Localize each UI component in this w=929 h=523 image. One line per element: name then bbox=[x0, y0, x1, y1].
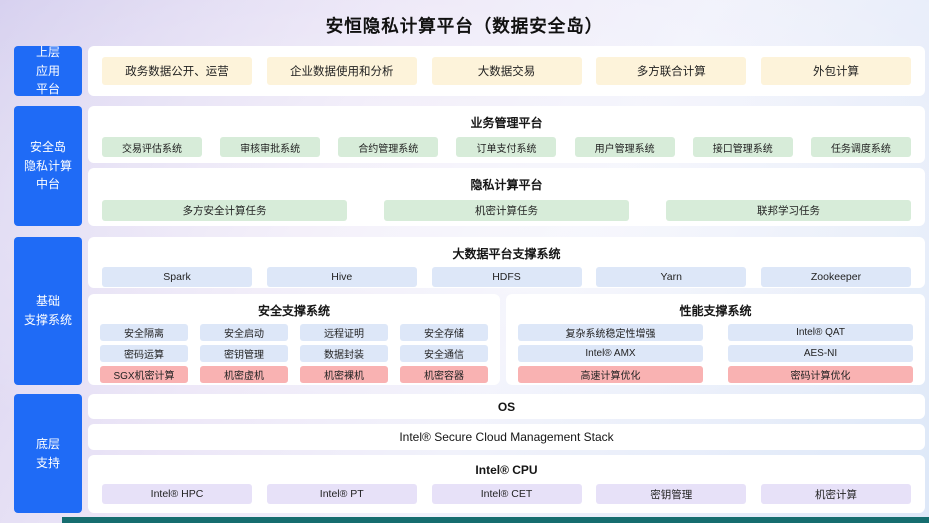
chip-hive: Hive bbox=[266, 267, 417, 287]
chip-outsourced-compute: 外包计算 bbox=[761, 57, 911, 85]
performance-support-title: 性能支撑系统 bbox=[679, 304, 752, 318]
sidebar-item-security-island: 安全岛 隐私计算 中台 bbox=[14, 106, 82, 226]
chip-task-schedule: 任务调度系统 bbox=[810, 137, 911, 157]
chip-user-mgmt: 用户管理系统 bbox=[574, 137, 675, 157]
card-security-support: 安全支撑系统 安全隔离 安全启动 远程证明 安全存储 密码运算 密钥管理 数据封… bbox=[88, 294, 500, 385]
chip-api-mgmt: 接口管理系统 bbox=[692, 137, 793, 157]
privacy-computing-title: 隐私计算平台 bbox=[470, 178, 543, 192]
bottom-strip bbox=[62, 517, 929, 523]
diagram-title: 安恒隐私计算平台（数据安全岛） bbox=[325, 16, 604, 36]
chip-contract-mgmt: 合约管理系统 bbox=[338, 137, 439, 157]
chip-zookeeper: Zookeeper bbox=[761, 267, 911, 287]
card-performance-support: 性能支撑系统 复杂系统稳定性增强 Intel® QAT Intel® AMX A… bbox=[506, 294, 925, 385]
chip-mpc-task: 多方安全计算任务 bbox=[102, 200, 347, 221]
chip-aes-ni: AES-NI bbox=[728, 345, 913, 362]
card-business-mgmt: 业务管理平台 交易评估系统 审核审批系统 合约管理系统 订单支付系统 用户管理系… bbox=[88, 106, 925, 163]
chip-confidential-baremetal: 机密裸机 bbox=[300, 366, 388, 383]
chip-intel-hpc: Intel® HPC bbox=[102, 484, 252, 504]
chip-crypto-ops: 密码运算 bbox=[100, 345, 188, 362]
chip-sgx-confidential: SGX机密计算 bbox=[100, 366, 188, 383]
bigdata-support-title: 大数据平台支撑系统 bbox=[452, 247, 561, 261]
chip-crypto-compute-opt: 密码计算优化 bbox=[728, 366, 913, 383]
chip-spark: Spark bbox=[102, 267, 252, 287]
chip-confidential-vm: 机密虚机 bbox=[200, 366, 288, 383]
chip-federated-learning-task: 联邦学习任务 bbox=[666, 200, 911, 221]
chip-audit-approval: 审核审批系统 bbox=[220, 137, 321, 157]
chip-highspeed-compute-opt: 高速计算优化 bbox=[518, 366, 703, 383]
intel-cpu-title: Intel® CPU bbox=[475, 463, 538, 477]
chip-confidential-container: 机密容器 bbox=[400, 366, 488, 383]
chip-enterprise-data: 企业数据使用和分析 bbox=[266, 57, 417, 85]
chip-yarn: Yarn bbox=[596, 267, 747, 287]
mgmt-stack-label: Intel® Secure Cloud Management Stack bbox=[399, 430, 614, 444]
chip-remote-attestation: 远程证明 bbox=[300, 324, 388, 341]
sidebar-item-low-level: 底层 支持 bbox=[14, 394, 82, 513]
card-mgmt-stack: Intel® Secure Cloud Management Stack bbox=[88, 424, 925, 450]
sidebar-item-base-support: 基础 支撑系统 bbox=[14, 237, 82, 385]
chip-system-stability: 复杂系统稳定性增强 bbox=[518, 324, 703, 341]
chip-bigdata-trade: 大数据交易 bbox=[431, 57, 582, 85]
sidebar-item-app-layer: 上层 应用 平台 bbox=[14, 45, 82, 96]
business-mgmt-title: 业务管理平台 bbox=[470, 116, 543, 130]
chip-key-mgmt-cpu: 密钥管理 bbox=[596, 484, 747, 504]
card-app-layer: 政务数据公开、运营 企业数据使用和分析 大数据交易 多方联合计算 外包计算 bbox=[88, 46, 925, 96]
chip-secure-storage: 安全存储 bbox=[400, 324, 488, 341]
chip-intel-amx: Intel® AMX bbox=[518, 345, 703, 362]
chip-data-sealing: 数据封装 bbox=[300, 345, 388, 362]
chip-confidential-task: 机密计算任务 bbox=[384, 200, 629, 221]
chip-intel-cet: Intel® CET bbox=[431, 484, 582, 504]
chip-secure-boot: 安全启动 bbox=[200, 324, 288, 341]
chip-multiparty-compute: 多方联合计算 bbox=[596, 57, 747, 85]
card-os: OS bbox=[88, 394, 925, 419]
chip-secure-comm: 安全通信 bbox=[400, 345, 488, 362]
chip-intel-qat: Intel® QAT bbox=[728, 324, 913, 341]
chip-key-mgmt: 密钥管理 bbox=[200, 345, 288, 362]
security-support-title: 安全支撑系统 bbox=[257, 304, 330, 318]
card-bigdata-support: 大数据平台支撑系统 Spark Hive HDFS Yarn Zookeeper bbox=[88, 237, 925, 288]
chip-gov-data: 政务数据公开、运营 bbox=[102, 57, 252, 85]
card-privacy-computing: 隐私计算平台 多方安全计算任务 机密计算任务 联邦学习任务 bbox=[88, 168, 925, 226]
card-intel-cpu: Intel® CPU Intel® HPC Intel® PT Intel® C… bbox=[88, 455, 925, 513]
os-label: OS bbox=[497, 399, 516, 414]
chip-order-payment: 订单支付系统 bbox=[456, 137, 557, 157]
chip-secure-isolation: 安全隔离 bbox=[100, 324, 188, 341]
chip-trade-eval: 交易评估系统 bbox=[102, 137, 202, 157]
chip-hdfs: HDFS bbox=[431, 267, 582, 287]
chip-intel-pt: Intel® PT bbox=[266, 484, 417, 504]
chip-confidential-compute-cpu: 机密计算 bbox=[761, 484, 911, 504]
